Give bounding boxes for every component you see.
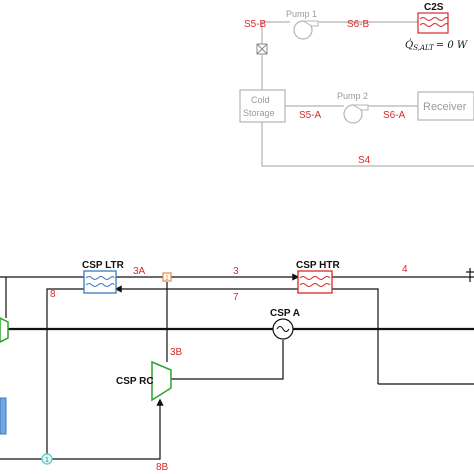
stream-3b: 3B bbox=[170, 347, 183, 358]
valve-icon[interactable] bbox=[256, 43, 268, 55]
receiver-icon[interactable] bbox=[417, 91, 474, 121]
c2s-label: C2S bbox=[424, 2, 444, 13]
stream-s6a: S6-A bbox=[383, 110, 406, 121]
c2s-heater-icon[interactable] bbox=[417, 12, 449, 34]
left-cooler-icon[interactable] bbox=[0, 397, 7, 435]
line-s4 bbox=[261, 122, 474, 167]
svg-text:1: 1 bbox=[165, 275, 169, 282]
stream-s4: S4 bbox=[358, 155, 371, 166]
left-edge-mark: · bbox=[0, 273, 3, 282]
pump-1-icon[interactable] bbox=[293, 20, 319, 40]
q-label: Q̇S,ALT= 0 W bbox=[405, 39, 468, 52]
receiver-label: Receiver bbox=[423, 101, 467, 113]
csp-ltr-icon[interactable] bbox=[83, 270, 117, 294]
line-8 bbox=[46, 288, 84, 459]
splitter-node-icon[interactable]: 1 bbox=[162, 272, 172, 282]
csp-a-label: CSP A bbox=[270, 308, 300, 319]
top-loop bbox=[261, 21, 474, 167]
csp-rc-compressor-icon[interactable] bbox=[151, 360, 172, 402]
stream-7: 7 bbox=[233, 292, 239, 303]
cold-storage-icon[interactable] bbox=[239, 89, 286, 123]
line-rc-out bbox=[171, 340, 284, 380]
stream-3a: 3A bbox=[133, 266, 146, 277]
csp-ltr-label: CSP LTR bbox=[82, 260, 125, 271]
pump-1-label: Pump 1 bbox=[286, 9, 317, 19]
csp-htr-icon[interactable] bbox=[297, 270, 333, 294]
cold-storage-label-1: Cold bbox=[251, 95, 270, 105]
pump-2-icon[interactable] bbox=[343, 104, 369, 124]
line-s5b-s6b bbox=[261, 21, 290, 44]
svg-text:1: 1 bbox=[45, 457, 49, 464]
cold-storage-label-2: Storage bbox=[243, 108, 275, 118]
csp-a-alternator-icon[interactable] bbox=[272, 318, 294, 340]
stream-4: 4 bbox=[402, 264, 408, 275]
line-7 bbox=[332, 288, 379, 384]
bottom-loop bbox=[0, 268, 474, 460]
stream-8b: 8B bbox=[156, 462, 169, 473]
csp-htr-label: CSP HTR bbox=[296, 260, 340, 271]
mixer-node-icon[interactable]: 1 bbox=[41, 453, 53, 465]
pump-2-label: Pump 2 bbox=[337, 91, 368, 101]
stream-s5b: S5-B bbox=[244, 19, 267, 30]
stream-8: 8 bbox=[50, 289, 56, 300]
line-8b bbox=[47, 398, 164, 460]
stream-s5a: S5-A bbox=[299, 110, 322, 121]
csp-rc-label: CSP RC bbox=[116, 376, 154, 387]
stream-s6b: S6-B bbox=[347, 19, 370, 30]
stream-3: 3 bbox=[233, 266, 239, 277]
left-compressor-icon[interactable] bbox=[0, 317, 9, 343]
